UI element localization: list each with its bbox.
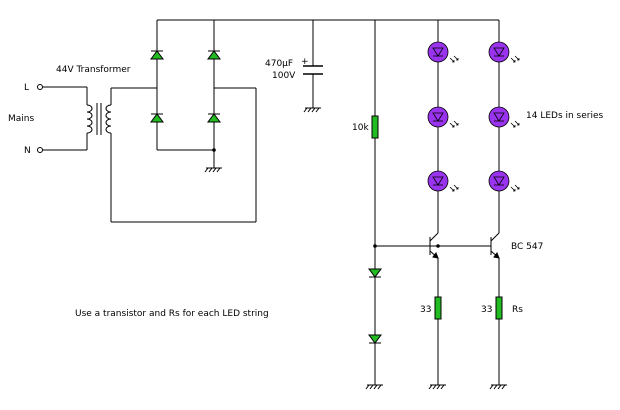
resistor-icon: [495, 296, 503, 320]
mains-neutral-label: N: [24, 146, 31, 156]
secondary-coil: [105, 104, 112, 134]
capacitor-icon: [303, 65, 323, 75]
junction-dot: [373, 244, 377, 248]
led-string-left: [427, 41, 459, 192]
transformer-icon: [86, 103, 112, 135]
diode-icon: [150, 113, 164, 123]
transistor-label: BC 547: [511, 242, 543, 252]
junction-dot: [436, 244, 440, 248]
diode-icon: [368, 334, 382, 344]
diode-icon: [368, 268, 382, 278]
ground-icon: [489, 384, 507, 390]
junctions: [212, 148, 440, 248]
npn-transistor-icon: [429, 232, 439, 259]
mains-line-label: L: [24, 83, 29, 93]
diode-icon: [150, 50, 164, 60]
resistor-icon: [371, 115, 379, 139]
resistor-left-value-label: 33: [420, 305, 431, 315]
transformer-label: 44V Transformer: [56, 65, 131, 75]
npn-transistor-icon: [490, 232, 500, 259]
ground-icon: [365, 384, 383, 390]
diode-icon: [207, 113, 221, 123]
bias-resistor-label: 10k: [352, 123, 369, 133]
capacitor-voltage-label: 100V: [272, 71, 296, 81]
primary-coil: [86, 104, 93, 134]
capacitor-polarity-label: +: [301, 57, 309, 67]
led-icon: [488, 106, 520, 128]
led-icon: [488, 170, 520, 192]
resistor-icon: [434, 296, 442, 320]
terminal-icon: [37, 84, 43, 90]
ground-icon: [428, 384, 446, 390]
junction-dot: [212, 148, 216, 152]
note-text: Use a transistor and Rs for each LED str…: [75, 309, 269, 319]
led-icon: [427, 41, 459, 63]
ground-icon: [204, 167, 222, 173]
terminal-icon: [37, 147, 43, 153]
led-string-label: 14 LEDs in series: [526, 111, 604, 121]
mains-label: Mains: [8, 114, 34, 124]
capacitor-value-label: 470µF: [265, 59, 293, 69]
resistor-right-name-label: Rs: [512, 305, 523, 315]
bridge-rectifier: [150, 50, 221, 123]
led-string-right: [488, 41, 520, 192]
diode-icon: [207, 50, 221, 60]
led-icon: [488, 41, 520, 63]
ground-icon: [303, 107, 321, 113]
led-icon: [427, 170, 459, 192]
led-icon: [427, 106, 459, 128]
resistor-right-value-label: 33: [481, 305, 492, 315]
